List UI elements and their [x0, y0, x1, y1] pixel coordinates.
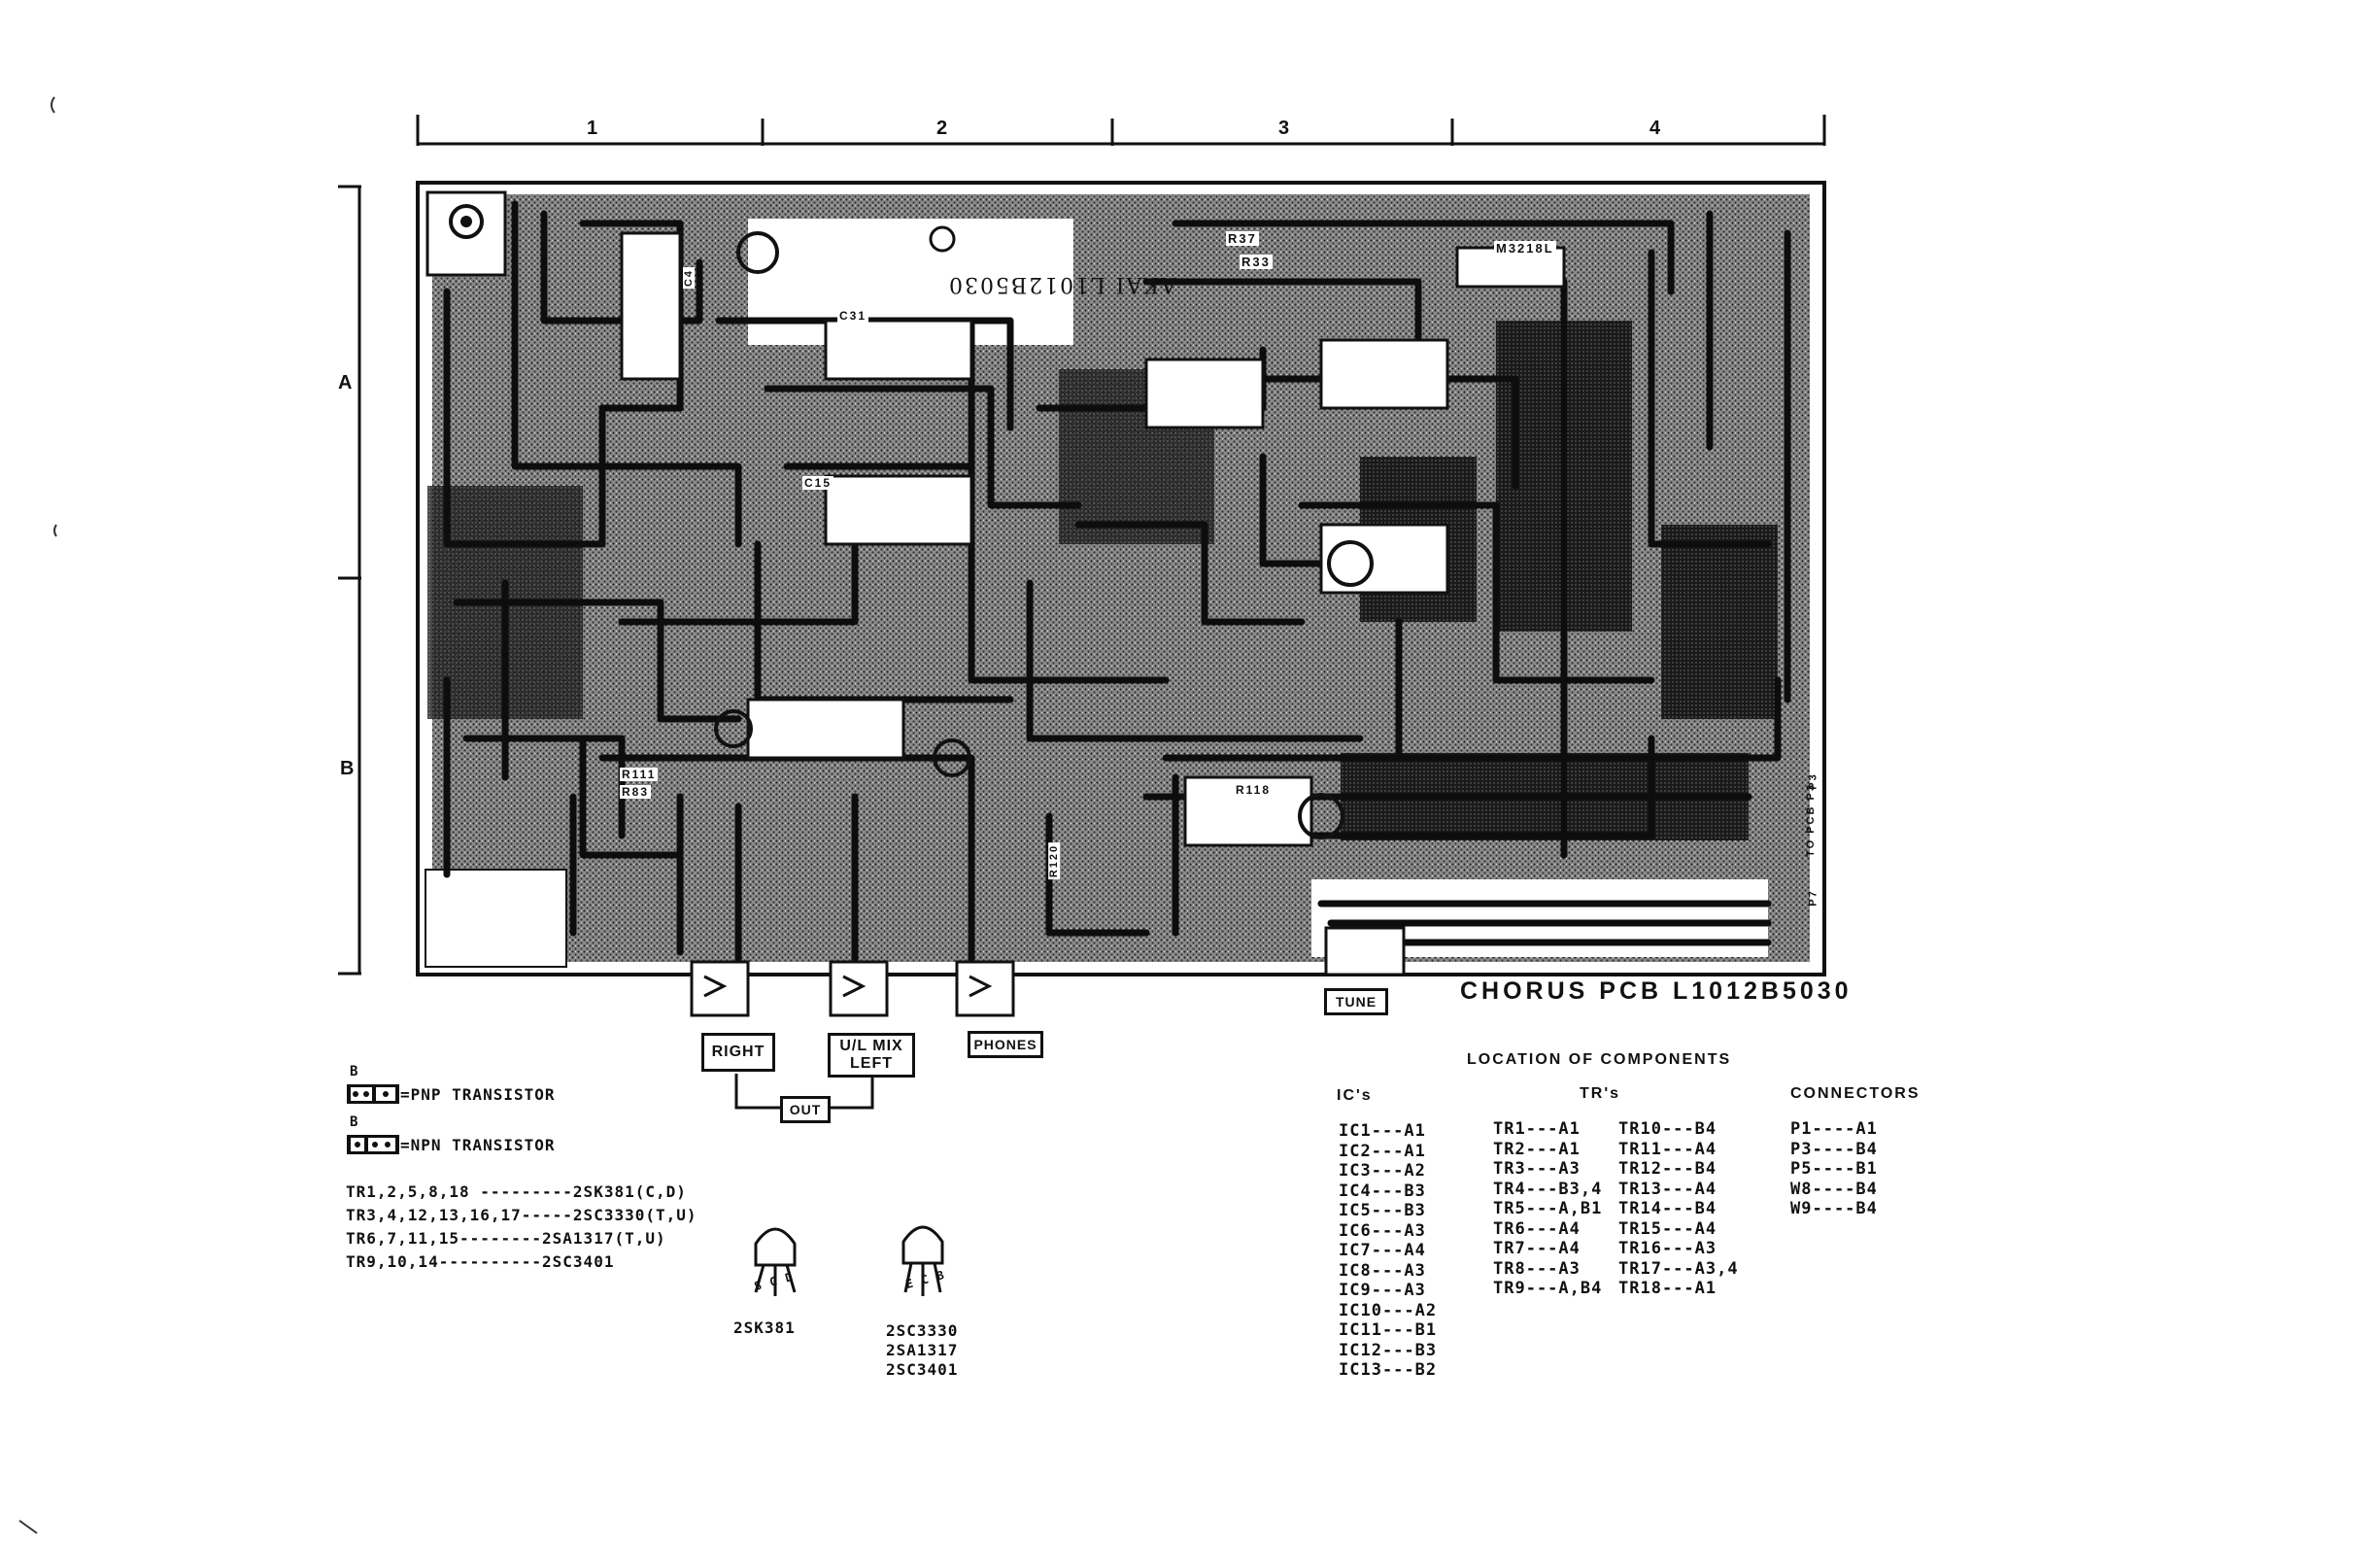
- connectors-list: P1----A1 P3----B4 P5----B1 W8----B4 W9--…: [1790, 1119, 1878, 1219]
- npn-legend-text: =NPN TRANSISTOR: [400, 1136, 556, 1154]
- mark-r118: R118: [1234, 783, 1274, 797]
- row-ruler: [338, 185, 361, 976]
- trs-header: TR's: [1580, 1085, 1621, 1102]
- ic-entry: IC9---A3: [1339, 1281, 1426, 1300]
- connector-entry: P3----B4: [1790, 1139, 1878, 1159]
- mark-c15: C15: [802, 476, 834, 490]
- mark-c31: C31: [837, 309, 869, 323]
- column-ruler: [416, 115, 1826, 146]
- board-silk-label: AKAI L1012B5030: [947, 272, 1176, 296]
- tr-entry: TR6---A4: [1493, 1218, 1581, 1239]
- mark-m3218l: M3218L: [1494, 241, 1556, 256]
- npn-pinout-icon: [347, 1135, 399, 1154]
- ic-entry: IC4---B3: [1339, 1181, 1426, 1201]
- pnp-pin-b: B: [350, 1064, 359, 1079]
- pkg-2sk381-name: 2SK381: [733, 1318, 796, 1337]
- npn-pin-b: B: [350, 1114, 359, 1130]
- tr-entry: TR15---A4: [1618, 1218, 1717, 1239]
- tr-entry: TR10---B4: [1618, 1119, 1717, 1139]
- connectors-header: CONNECTORS: [1790, 1085, 1921, 1102]
- tr-entry: TR12---B4: [1618, 1159, 1717, 1179]
- tr-entry: TR9---A,B4: [1493, 1279, 1603, 1298]
- row-label-b: B: [340, 758, 357, 779]
- column-label-1: 1: [587, 118, 600, 139]
- jack-phones-label: PHONES: [968, 1031, 1043, 1058]
- out-label: OUT: [780, 1096, 831, 1123]
- tr-entry: TR17---A3,4: [1618, 1258, 1739, 1279]
- ic-entry: IC2---A1: [1339, 1141, 1426, 1161]
- column-label-3: 3: [1278, 118, 1292, 139]
- connector-entry: W8----B4: [1790, 1179, 1878, 1199]
- ic-entry: IC8---A3: [1339, 1260, 1426, 1281]
- tr-type-line-3: TR6,7,11,15--------2SA1317(T,U): [346, 1229, 666, 1248]
- jack-right-label: RIGHT: [701, 1033, 775, 1072]
- tr-entry: TR13---A4: [1618, 1179, 1717, 1199]
- pnp-pinout-icon: [347, 1084, 399, 1104]
- tr-entry: TR3---A3: [1493, 1159, 1581, 1179]
- tr-entry: TR5---A,B1: [1493, 1199, 1603, 1218]
- pkg-2sc3401-name: 2SC3401: [886, 1360, 959, 1379]
- pkg-2sc3330-name: 2SC3330: [886, 1321, 959, 1340]
- ic-entry: IC7---A4: [1339, 1241, 1426, 1260]
- jack-outlines: [690, 926, 1406, 1017]
- mark-r37: R37: [1226, 231, 1259, 246]
- connector-entry: W9----B4: [1790, 1199, 1878, 1218]
- connector-entry: P1----A1: [1790, 1119, 1878, 1139]
- pcb-components: [620, 231, 1566, 847]
- mark-r33: R33: [1240, 255, 1273, 269]
- tr-type-line-4: TR9,10,14----------2SC3401: [346, 1252, 615, 1271]
- tune-label: TUNE: [1324, 988, 1388, 1015]
- column-label-2: 2: [936, 118, 950, 139]
- tr-entry: TR11---A4: [1618, 1139, 1717, 1159]
- ics-header: IC's: [1337, 1087, 1373, 1104]
- mark-r120: R120: [1048, 841, 1061, 880]
- ic-entry: IC3---A2: [1339, 1161, 1426, 1181]
- tr-entry: TR8---A3: [1493, 1258, 1581, 1279]
- ic-entry: IC12---B3: [1339, 1340, 1438, 1360]
- trs-list-b: TR10---B4 TR11---A4 TR12---B4 TR13---A4 …: [1618, 1119, 1739, 1299]
- mark-to-pcb-p3: TO PCB P3: [1804, 783, 1817, 857]
- jack-ul-mix-line: U/L MIX: [839, 1038, 903, 1054]
- pkg-2sa1317-name: 2SA1317: [886, 1341, 959, 1359]
- jack-ul-mix-left-label: U/L MIX LEFT: [828, 1033, 915, 1078]
- tr-entry: TR14---B4: [1618, 1199, 1717, 1218]
- tr-entry: TR4---B3,4: [1493, 1179, 1603, 1199]
- ic-entry: IC5---B3: [1339, 1201, 1426, 1220]
- tr-entry: TR2---A1: [1493, 1139, 1581, 1159]
- tr-entry: TR7---A4: [1493, 1239, 1581, 1258]
- mark-c4: C4: [683, 266, 696, 290]
- mark-r83: R83: [620, 785, 652, 799]
- ic-entry: IC10---A2: [1339, 1300, 1438, 1320]
- transistor-2sc3330-package-icon: [901, 1225, 944, 1296]
- ic-entry: IC6---A3: [1339, 1220, 1426, 1241]
- tr-entry: TR16---A3: [1618, 1239, 1717, 1258]
- scan-marks: [18, 96, 57, 1534]
- ic-entry: IC13---B2: [1339, 1360, 1438, 1380]
- location-title: LOCATION OF COMPONENTS: [1467, 1051, 1732, 1068]
- tr-type-line-1: TR1,2,5,8,18 ---------2SK381(C,D): [346, 1182, 687, 1201]
- jack-left-line: LEFT: [850, 1055, 893, 1072]
- ic-entry: IC11---B1: [1339, 1320, 1438, 1340]
- mark-r111: R111: [620, 768, 659, 781]
- tr-type-line-2: TR3,4,12,13,16,17-----2SC3330(T,U): [346, 1206, 697, 1224]
- ic-entry: IC1---A1: [1339, 1121, 1426, 1141]
- tr-entry: TR18---A1: [1618, 1279, 1717, 1298]
- pnp-legend-text: =PNP TRANSISTOR: [400, 1085, 556, 1104]
- ics-list: IC1---A1 IC2---A1 IC3---A2 IC4---B3 IC5-…: [1339, 1121, 1437, 1381]
- mark-p7: P7: [1807, 889, 1819, 907]
- out-bracket: [734, 1074, 874, 1110]
- transistor-2sk381-package-icon: [754, 1227, 797, 1296]
- trs-list-a: TR1---A1 TR2---A1 TR3---A3 TR4---B3,4 TR…: [1493, 1119, 1602, 1299]
- board-title: CHORUS PCB L1012B5030: [1460, 977, 1853, 1005]
- tr-entry: TR1---A1: [1493, 1119, 1581, 1139]
- row-label-a: A: [338, 372, 355, 394]
- connector-entry: P5----B1: [1790, 1159, 1878, 1179]
- column-label-4: 4: [1649, 118, 1663, 139]
